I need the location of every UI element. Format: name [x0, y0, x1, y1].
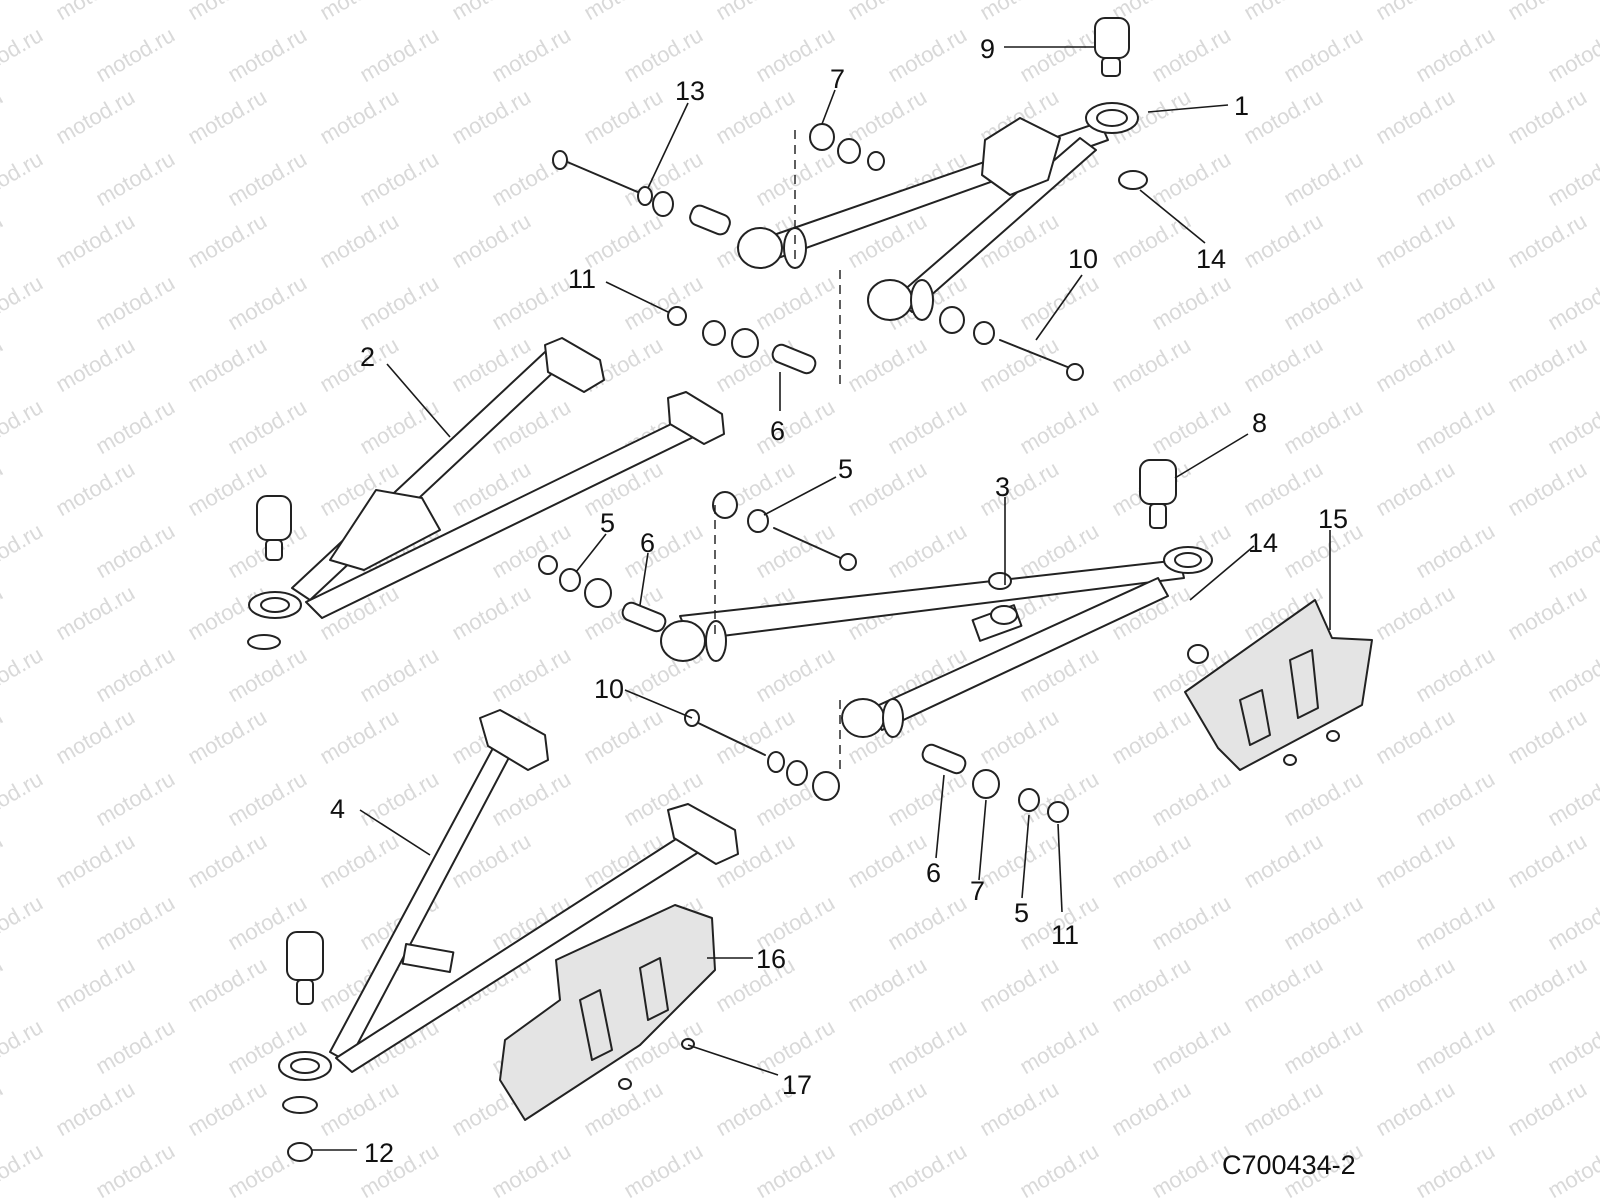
retaining-ring-14-lower: [990, 605, 1018, 625]
ball-joint-9: [1094, 17, 1130, 77]
callout-16: 16: [756, 944, 786, 974]
lower-a-arm-3: [660, 546, 1213, 738]
callout-10: 10: [1068, 244, 1098, 274]
ball-joint-left: [256, 495, 292, 561]
upper-a-arm-2: [247, 337, 725, 650]
callout-6: 6: [640, 528, 655, 558]
callout-12: 12: [364, 1138, 394, 1168]
callout-5: 5: [838, 454, 853, 484]
upper-pivot-hardware: [552, 123, 885, 236]
callout-5: 5: [600, 508, 615, 538]
ball-joint-lower-left: [286, 931, 324, 1005]
skid-guard-16: [499, 904, 716, 1121]
callout-4: 4: [330, 794, 345, 824]
callout-10: 10: [594, 674, 624, 704]
callout-11: 11: [1051, 920, 1079, 950]
callout-15: 15: [1318, 504, 1348, 534]
callout-7: 7: [970, 876, 985, 906]
callout-9: 9: [980, 34, 995, 64]
retaining-ring-14: [1118, 170, 1148, 190]
callout-1: 1: [1234, 91, 1249, 121]
callout-6: 6: [770, 416, 785, 446]
ball-joint-8: [1139, 459, 1177, 529]
callout-14: 14: [1196, 244, 1226, 274]
callout-6: 6: [926, 858, 941, 888]
callout-5: 5: [1014, 898, 1029, 928]
callout-3: 3: [995, 472, 1010, 502]
callout-13: 13: [675, 76, 705, 106]
callout-17: 17: [782, 1070, 812, 1100]
middle-pivot-hardware: [667, 306, 1084, 381]
drawing-number: C700434-2: [1222, 1150, 1356, 1180]
upper-a-arm-1: [737, 102, 1139, 321]
callout-7: 7: [830, 64, 845, 94]
callout-8: 8: [1252, 408, 1267, 438]
callout-11: 11: [568, 264, 596, 294]
lower-front-pivot-hardware: [538, 491, 1012, 633]
callout-14: 14: [1248, 528, 1278, 558]
skid-guard-15: [1184, 599, 1373, 771]
callout-2: 2: [360, 342, 375, 372]
lower-a-arm-4: [278, 709, 739, 1162]
